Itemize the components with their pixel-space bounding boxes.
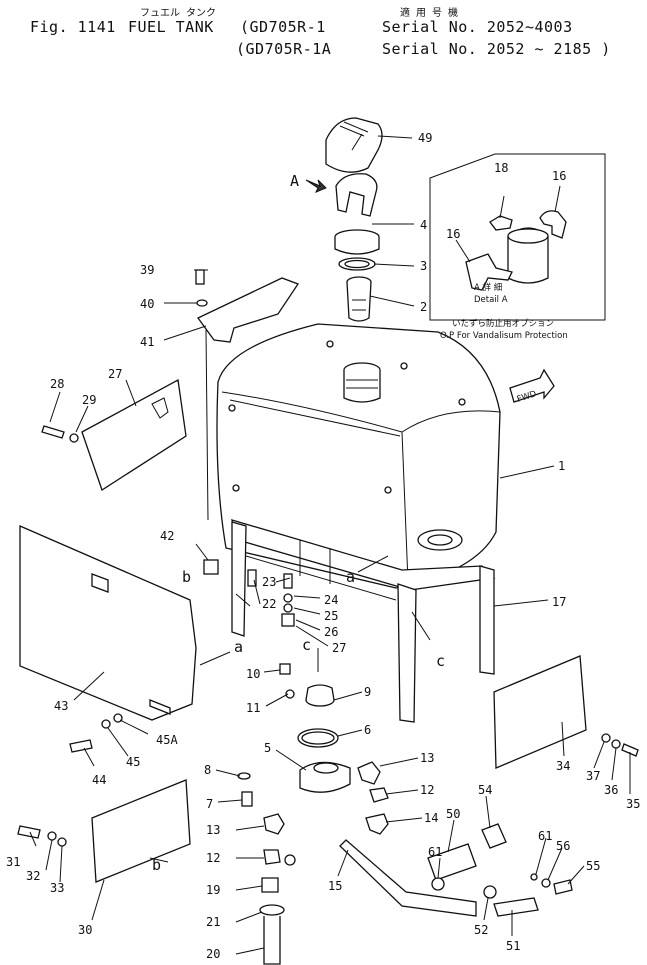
cover-plate-35 [493, 655, 587, 769]
label-19: 20 [206, 947, 220, 961]
detail-title: Detail A [474, 295, 508, 305]
ref-a-upper: a [346, 568, 355, 586]
label-31: 30 [78, 923, 92, 937]
label-10: 10 [246, 667, 260, 681]
label-23: 23 [262, 575, 276, 589]
option-note: O.P For Vandalisum Protection [440, 331, 568, 341]
label-6: 6 [364, 723, 371, 737]
label-32: 31 [6, 855, 20, 869]
label-22: 22 [262, 597, 276, 611]
label-52: 52 [474, 923, 488, 937]
view-arrow-a-label: A [290, 172, 299, 190]
label-41: 41 [140, 335, 154, 349]
model-1: (GD705R-1 [240, 18, 326, 36]
serial-range-1: Serial No. 2052~4003 [382, 18, 573, 36]
label-40: 40 [140, 297, 154, 311]
figure-title: FUEL TANK [128, 18, 214, 36]
label-16-right: 16 [552, 169, 566, 183]
label-5: 5 [264, 741, 271, 755]
part-number-labels: 49 4 3 2 18 16 16 1 17 39 40 41 27 28 29… [6, 131, 640, 961]
label-54: 55 [586, 859, 600, 873]
label-45a: 45A [156, 733, 178, 747]
serial-range-2: Serial No. 2052 ~ 2185 ) [382, 40, 611, 58]
forward-arrow [509, 368, 555, 403]
cover-plate-31 [91, 779, 191, 883]
label-36: 35 [626, 797, 640, 811]
label-24: 24 [324, 593, 338, 607]
filler-cap-assembly [305, 117, 383, 322]
side-cover-43 [19, 525, 197, 721]
label-42: 42 [160, 529, 174, 543]
label-12-upper: 12 [420, 783, 434, 797]
option-note-japanese: いたずら防止用オプション [452, 318, 554, 329]
label-43: 43 [54, 699, 68, 713]
label-50: 50 [446, 807, 460, 821]
label-27: 27 [332, 641, 346, 655]
label-16-left: 16 [446, 227, 460, 241]
label-2: 2 [420, 300, 427, 314]
detail-title-japanese: A 詳 細 [474, 282, 502, 293]
label-30: 29 [82, 393, 96, 407]
label-12-lower: 12 [206, 851, 220, 865]
label-1: 1 [558, 459, 565, 473]
label-35: 34 [556, 759, 570, 773]
ref-b-lower: b [152, 856, 161, 874]
label-61: 61 [428, 845, 442, 859]
title-japanese: フュエル タンク [140, 8, 217, 19]
label-49: 49 [418, 131, 432, 145]
ref-c-lower: c [436, 652, 445, 670]
label-17: 18 [494, 161, 508, 175]
label-37: 36 [604, 783, 618, 797]
reference-letters: A a a b b c c [152, 172, 445, 874]
leader-lines [29, 135, 631, 955]
label-45: 45 [126, 755, 140, 769]
label-51: 51 [506, 939, 520, 953]
label-28: 27 [108, 367, 122, 381]
label-34: 33 [50, 881, 64, 895]
label-33: 32 [26, 869, 40, 883]
label-15: 15 [328, 879, 342, 893]
ref-a-lower: a [234, 638, 243, 656]
detail-a-box [429, 153, 606, 321]
label-14: 14 [424, 811, 438, 825]
label-29: 28 [50, 377, 64, 391]
label-3: 3 [420, 259, 427, 273]
model-2: (GD705R-1A [236, 40, 332, 58]
fuel-tank [216, 323, 501, 589]
label-11: 11 [246, 701, 260, 715]
label-21: 17 [552, 595, 566, 609]
tank-frame [231, 519, 496, 723]
cover-plate-28 [81, 378, 187, 491]
label-20: 21 [206, 915, 220, 929]
bracket-41 [197, 277, 299, 343]
label-9: 9 [364, 685, 371, 699]
label-38: 37 [586, 769, 600, 783]
label-13-lower: 13 [206, 823, 220, 837]
label-26: 26 [324, 625, 338, 639]
detail-a-text: A 詳 細 Detail A いたずら防止用オプション O.P For Vand… [440, 282, 568, 341]
label-7: 7 [206, 797, 213, 811]
ref-b-upper: b [182, 568, 191, 586]
label-55: 56 [556, 839, 570, 853]
figure-number: Fig. 1141 [30, 18, 116, 36]
label-4: 4 [420, 218, 427, 232]
label-25: 25 [324, 609, 338, 623]
label-44: 44 [92, 773, 106, 787]
fittings [17, 269, 639, 965]
label-56: 61 [538, 829, 552, 843]
label-53: 54 [478, 783, 492, 797]
label-18: 19 [206, 883, 220, 897]
serial-heading-japanese: 適 用 号 機 [400, 8, 459, 19]
label-39: 39 [140, 263, 154, 277]
label-8: 8 [204, 763, 211, 777]
ref-c-upper: c [302, 636, 311, 654]
label-13-upper: 13 [420, 751, 434, 765]
